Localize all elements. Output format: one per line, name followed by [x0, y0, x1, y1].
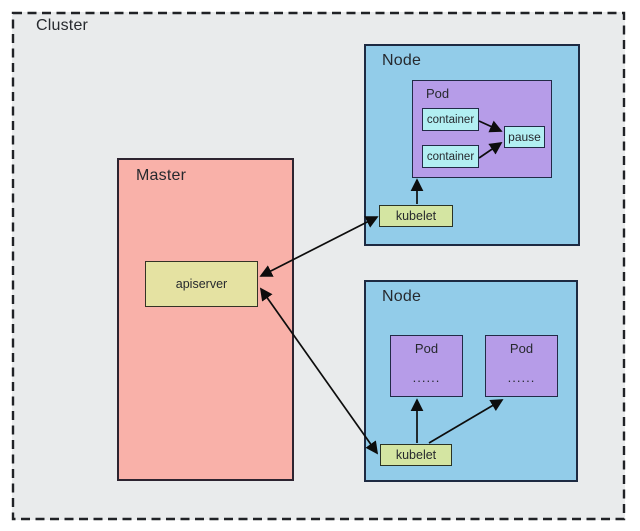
- pod-1-label: Pod: [414, 341, 439, 356]
- master-box: Master: [117, 158, 294, 481]
- container-2-label: container: [426, 150, 475, 163]
- cluster-label: Cluster: [36, 17, 89, 34]
- kubelet-box-bottom: kubelet: [380, 444, 452, 466]
- pod-2-dots: ......: [507, 370, 536, 385]
- kubelet-top-label: kubelet: [395, 209, 437, 223]
- pause-box: pause: [504, 126, 545, 148]
- kubelet-box-top: kubelet: [379, 205, 453, 227]
- master-label: Master: [136, 167, 187, 184]
- pause-label: pause: [508, 130, 541, 144]
- pod-top-label: Pod: [426, 86, 450, 101]
- container-box-2: container: [422, 145, 479, 168]
- container-box-1: container: [422, 108, 479, 131]
- node-top-label: Node: [382, 52, 422, 69]
- apiserver-box: apiserver: [145, 261, 258, 307]
- node-bottom-label: Node: [382, 288, 422, 305]
- container-1-label: container: [426, 113, 475, 126]
- pod-2-label: Pod: [509, 341, 534, 356]
- kubelet-bottom-label: kubelet: [395, 448, 437, 462]
- pod-1-dots: ......: [412, 370, 441, 385]
- pod-box-bottom-2: Pod ......: [485, 335, 558, 397]
- pod-box-bottom-1: Pod ......: [390, 335, 463, 397]
- apiserver-label: apiserver: [175, 277, 228, 291]
